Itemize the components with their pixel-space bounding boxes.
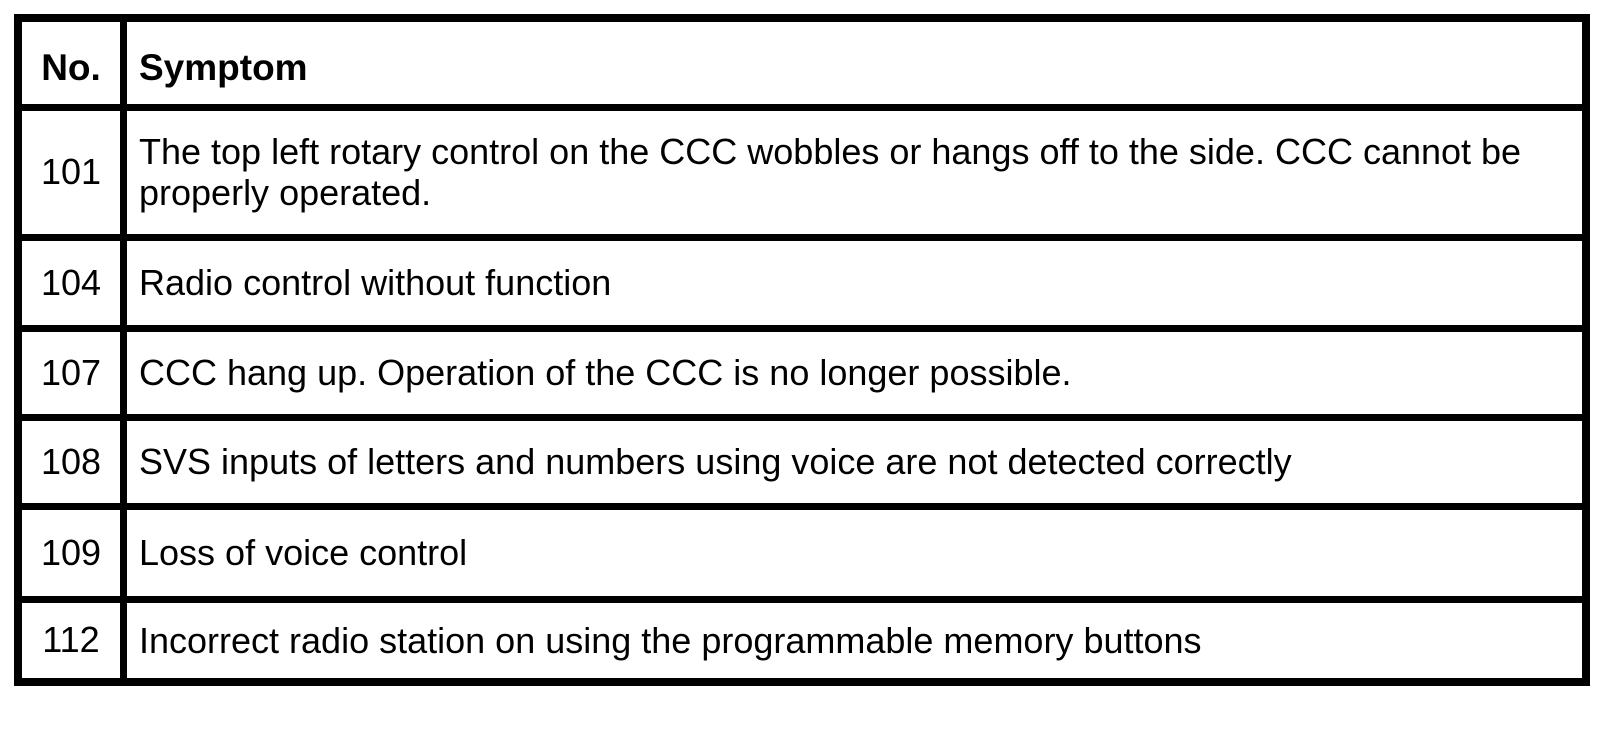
symptom-number-cell: 108 <box>14 413 127 510</box>
symptom-table-body: 101 The top left rotary control on the C… <box>14 103 1590 686</box>
symptom-number-cell: 107 <box>14 324 127 421</box>
symptom-number-cell: 101 <box>14 103 127 241</box>
symptom-text-cell: Loss of voice control <box>120 502 1590 603</box>
table-row: 101 The top left rotary control on the C… <box>14 103 1590 241</box>
symptom-table-header: No. Symptom <box>14 14 1590 111</box>
symptom-number-cell: 112 <box>14 595 127 686</box>
symptom-number-cell: 109 <box>14 502 127 603</box>
symptom-text-cell: Incorrect radio station on using the pro… <box>120 595 1590 686</box>
table-row: 108 SVS inputs of letters and numbers us… <box>14 413 1590 510</box>
column-header-no: No. <box>14 14 127 111</box>
symptom-table: No. Symptom 101 The top left rotary cont… <box>14 14 1590 686</box>
symptom-text-cell: SVS inputs of letters and numbers using … <box>120 413 1590 510</box>
symptom-text-cell: Radio control without function <box>120 233 1590 332</box>
symptom-text-cell: The top left rotary control on the CCC w… <box>120 103 1590 241</box>
table-row: 104 Radio control without function <box>14 233 1590 332</box>
symptom-text-cell: CCC hang up. Operation of the CCC is no … <box>120 324 1590 421</box>
symptom-number-cell: 104 <box>14 233 127 332</box>
table-row: 107 CCC hang up. Operation of the CCC is… <box>14 324 1590 421</box>
header-row: No. Symptom <box>14 14 1590 111</box>
table-row: 109 Loss of voice control <box>14 502 1590 603</box>
column-header-symptom: Symptom <box>120 14 1590 111</box>
table-row: 112 Incorrect radio station on using the… <box>14 595 1590 686</box>
